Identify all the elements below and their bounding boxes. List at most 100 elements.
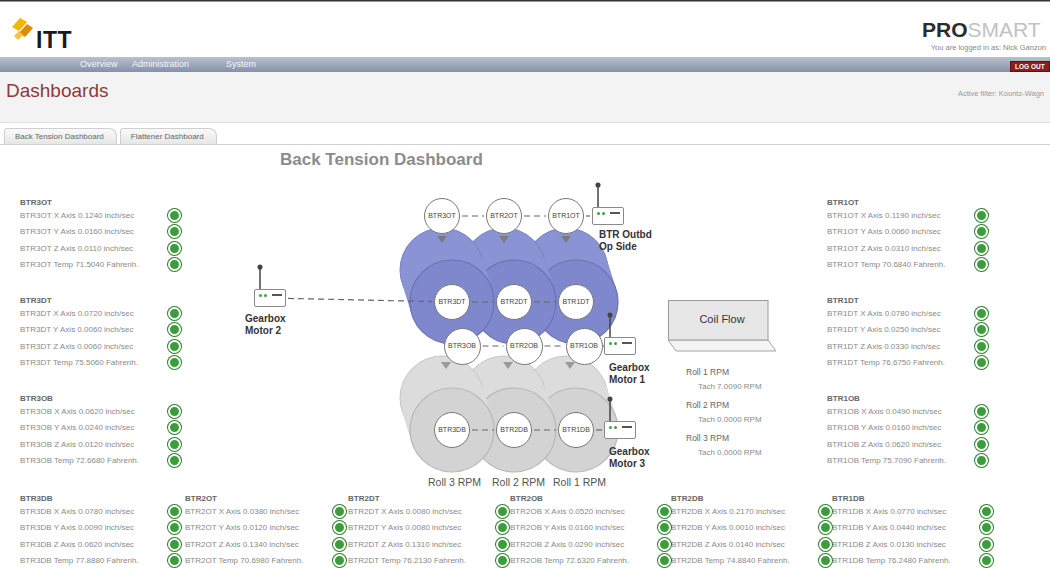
status-dot (819, 538, 832, 551)
gateway-light (614, 342, 617, 345)
gateway-light (609, 342, 612, 345)
antenna (597, 186, 599, 207)
status-dot (496, 538, 509, 551)
mount-marker (503, 362, 513, 369)
sensor-node: BTR3DT (434, 284, 470, 320)
gateway-light (597, 212, 600, 215)
page-heading: Dashboards (6, 80, 108, 102)
sensor-group-heading: BTR2DB (671, 494, 703, 503)
dashed-link (472, 301, 494, 302)
status-dot (980, 505, 993, 518)
logout-button-text: LOG OUT (1015, 63, 1045, 70)
tach-reading: Tach 0.0000 RPM (698, 448, 762, 457)
sensor-node: BTR3OT (424, 198, 460, 234)
sensor-group-heading: BTR1OT (827, 198, 859, 207)
gateway-box-text: Gearbox Motor 3 (609, 446, 667, 470)
tach-reading: Tach 0.0000 RPM (698, 415, 762, 424)
nav-link: Administration (132, 59, 189, 69)
sensor-node: BTR1OT (548, 198, 584, 234)
brand-logo-text: ITT (36, 27, 72, 53)
gateway-light (614, 426, 617, 429)
sensor-reading: BTR1DB Y Axis 0.0440 inch/sec (832, 523, 946, 532)
roll-rpm-heading: Roll 3 RPM (686, 434, 729, 444)
product-name: PRO (922, 18, 968, 42)
sensor-group-heading: BTR2OB (510, 494, 543, 503)
sensor-reading: BTR2OB Y Axis 0.0160 inch/sec (510, 523, 624, 532)
gateway-light (602, 212, 605, 215)
status-dot (980, 554, 993, 567)
sensor-reading: BTR3OB Temp 72.6680 Fahrenh. (20, 456, 139, 465)
login-status: You are logged in as: Nick Ganzon (931, 44, 1046, 53)
status-dot (819, 554, 832, 567)
status-dot (975, 421, 988, 434)
sensor-group-heading: BTR3OB (20, 394, 53, 403)
sensor-group-heading: BTR1DB (832, 494, 864, 503)
status-dot (819, 505, 832, 518)
sensor-group-heading: BTR2OT (185, 494, 217, 503)
status-dot (496, 554, 509, 567)
nav-bar (0, 57, 1050, 72)
roll-label: Roll 2 RPM (492, 476, 545, 488)
sensor-reading: BTR3OT Y Axis 0.0160 inch/sec (20, 227, 134, 236)
gateway-box: Gearbox Motor 2 (254, 289, 286, 307)
sensor-reading: BTR3OT Temp 71.5040 Fahrenh. (20, 260, 138, 269)
sensor-reading: BTR3OB Z Axis 0.0120 inch/sec (20, 440, 134, 449)
status-dot (168, 356, 181, 369)
sensor-reading: BTR3DB X Axis 0.0780 inch/sec (20, 507, 134, 516)
upper-roll (400, 228, 494, 344)
sensor-reading: BTR3DT Y Axis 0.0060 inch/sec (20, 325, 133, 334)
sensor-reading: BTR2OT X Axis 0.0380 inch/sec (185, 507, 299, 516)
sensor-node: BTR2DB (496, 412, 532, 448)
status-dot (975, 258, 988, 271)
sensor-reading: BTR2DB Z Axis 0.0140 inch/sec (671, 540, 785, 549)
sensor-mount-markers (437, 236, 575, 369)
sensor-reading: BTR3DB Z Axis 0.0620 inch/sec (20, 540, 134, 549)
sensor-reading: BTR1OT X Axis 0.1190 inch/sec (827, 211, 941, 220)
gateway-box: Gearbox Motor 1 (604, 337, 636, 355)
sensor-group-heading: BTR3DB (20, 494, 52, 503)
dashed-link (534, 301, 556, 302)
status-dot (975, 323, 988, 336)
mount-marker (437, 236, 447, 243)
roll-label: Roll 3 RPM (428, 476, 481, 488)
sensor-node: BTR1DT (558, 284, 594, 320)
sensor-reading: BTR1DT Z Axis 0.0330 inch/sec (827, 342, 940, 351)
gateway-light (264, 294, 267, 297)
coil-flow-box-text: Coil Flow (699, 313, 744, 326)
sensor-reading: BTR3DT Temp 75.5060 Fahrenh. (20, 358, 138, 367)
sensor-reading: BTR2DT Z Axis 0.1310 inch/sec (348, 540, 461, 549)
status-dot (168, 521, 181, 534)
status-dot (168, 554, 181, 567)
coil-flow-ribbon (668, 340, 776, 351)
gateway-box: BTR Outbd Op Side (592, 207, 624, 225)
sensor-node: BTR1OB (566, 328, 603, 365)
sensor-node: BTR2OT (486, 198, 522, 234)
logout-button: LOG OUT (1010, 61, 1050, 72)
gateway-port (610, 212, 620, 214)
status-dot (168, 258, 181, 271)
sensor-reading: BTR2DT Y Axis 0.0080 inch/sec (348, 523, 461, 532)
sensor-reading: BTR2OT Z Axis 0.1340 inch/sec (185, 540, 299, 549)
mount-marker (499, 236, 509, 243)
status-dot (975, 454, 988, 467)
dashed-link (462, 215, 484, 216)
status-dot (658, 538, 671, 551)
status-dot (168, 225, 181, 238)
sensor-node-text: BTR2OB (510, 342, 538, 350)
roll-rpm-heading: Roll 2 RPM (686, 401, 729, 411)
status-dot (333, 538, 346, 551)
sensor-reading: BTR3OT Z Axis 0.0110 inch/sec (20, 244, 133, 253)
gateway-box-text: Gearbox Motor 1 (609, 362, 667, 386)
sensor-reading: BTR2OB Z Axis 0.0290 inch/sec (510, 540, 624, 549)
logo-leaf (14, 31, 23, 40)
sensor-group-heading: BTR3OT (20, 198, 52, 207)
sensor-reading: BTR2DB Temp 74.8840 Fahrenh. (671, 556, 790, 565)
sensor-reading: BTR3DT X Axis 0.0720 inch/sec (20, 309, 134, 318)
dashboard-tab: Back Tension Dashboard (4, 128, 117, 144)
status-dot (333, 505, 346, 518)
sensor-reading: BTR2OB X Axis 0.0520 inch/sec (510, 507, 625, 516)
sensor-reading: BTR3OT X Axis 0.1240 inch/sec (20, 211, 134, 220)
sensor-reading: BTR3OB X Axis 0.0620 inch/sec (20, 407, 135, 416)
status-dot (980, 521, 993, 534)
status-dot (975, 209, 988, 222)
